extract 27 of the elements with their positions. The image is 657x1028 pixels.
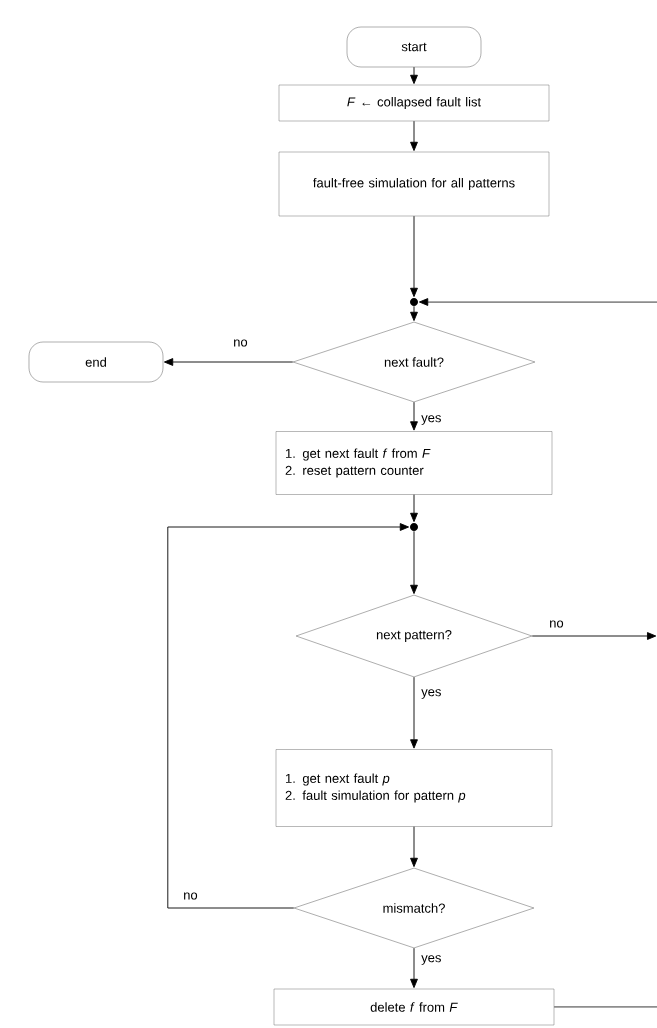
terminal-box: start — [346, 26, 482, 68]
arrow — [410, 401, 418, 431]
edge-label: yes — [421, 415, 441, 425]
terminal-box: end — [28, 341, 164, 383]
arrow — [410, 305, 418, 322]
edge-label: yes — [421, 689, 441, 699]
arrow — [410, 66, 418, 85]
process-box: F ← collapsed fault list — [278, 84, 550, 122]
arrow — [410, 120, 418, 152]
edge-label: yes — [421, 955, 441, 965]
process-box: 1. get next fault f from F 2. reset pattern counter — [275, 431, 553, 495]
arrow — [410, 676, 418, 749]
arrow — [410, 494, 418, 523]
process-box: fault-free simulation for all patterns — [278, 151, 550, 217]
arrow — [410, 530, 418, 595]
edge-label: no — [184, 892, 198, 900]
arrow — [410, 826, 418, 868]
arrow — [167, 523, 410, 909]
process-box: delete f from F — [273, 988, 555, 1026]
arrow — [418, 298, 657, 306]
arrow — [163, 358, 294, 366]
process-box: 1. get next fault p 2. fault simulation for pattern p — [275, 749, 553, 827]
arrow — [410, 947, 418, 989]
edge-label: no — [234, 339, 248, 347]
arrow — [410, 215, 418, 298]
arrow — [531, 632, 657, 640]
edge-label: no — [550, 620, 564, 628]
